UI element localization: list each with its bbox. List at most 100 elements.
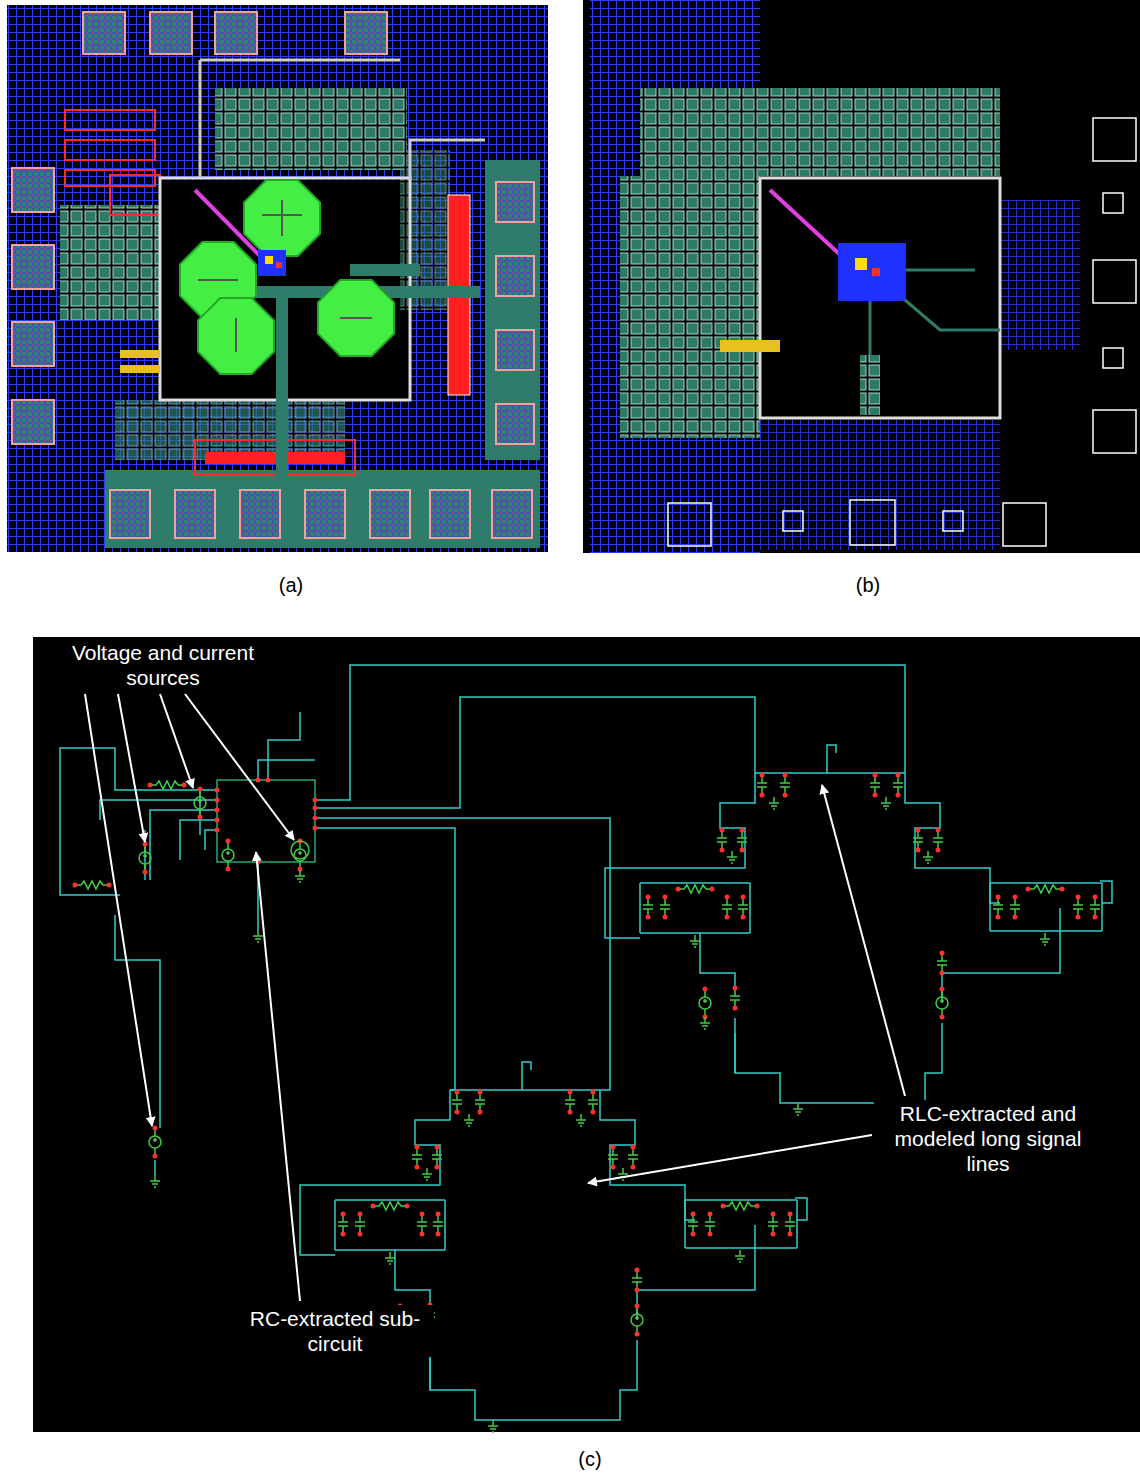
schematic-c	[33, 637, 1140, 1432]
layout-b-part	[720, 340, 780, 352]
layout-b-part	[860, 355, 880, 415]
layout-a-part	[258, 250, 286, 276]
layout-b-part-part	[668, 503, 711, 546]
layout-a-part	[120, 365, 160, 373]
layout-b-part	[855, 258, 867, 270]
schematic-c-part-part	[313, 806, 318, 811]
schematic-c-part-part	[588, 1135, 872, 1183]
layout-a-part-part	[496, 404, 534, 444]
layout-b-part-part	[943, 511, 963, 531]
schematic-c-part-part	[313, 798, 318, 803]
schematic-c-part-part	[60, 748, 217, 895]
schematic-c-part-part	[313, 826, 318, 831]
panel-label: (c)	[560, 1447, 620, 1471]
schematic-c-part	[139, 842, 151, 875]
schematic-c-part	[215, 778, 318, 865]
layout-a-part	[12, 12, 534, 538]
layout-a-part-part	[370, 490, 410, 538]
layout-a-part	[265, 256, 273, 264]
layout-b-part	[640, 88, 1000, 176]
layout-a-part-part	[492, 490, 532, 538]
layout-a-part-part	[195, 440, 355, 475]
schematic-c-part	[294, 839, 306, 872]
panel-label: (b)	[838, 573, 898, 597]
layout-a-part	[240, 270, 480, 480]
layout-a-part	[485, 160, 540, 460]
schematic-c-part-part	[118, 694, 145, 842]
schematic-c-part	[33, 637, 1140, 1432]
callout-label: Voltage and current sources	[42, 639, 284, 691]
schematic-c-part-part	[258, 712, 315, 780]
layout-a-part-part	[83, 12, 125, 54]
layout-a-part	[60, 205, 160, 320]
layout-a-part	[105, 470, 540, 548]
layout-b-part-part	[1093, 410, 1136, 453]
layout-b-part-part	[1093, 118, 1136, 161]
layout-a-part	[205, 452, 345, 464]
layout-a-part-part	[65, 140, 155, 160]
layout-a-part	[7, 5, 548, 552]
layout-b-part-part	[783, 511, 803, 531]
layout-a-part	[120, 350, 160, 358]
schematic-c-part-part	[85, 694, 152, 1126]
schematic-c-part-part	[315, 828, 455, 1090]
schematic-c-part	[85, 694, 905, 1301]
layout-a-part	[215, 88, 407, 170]
layout-a-part-part	[430, 490, 470, 538]
schematic-c-part-part	[160, 694, 193, 788]
schematic-c-part-part	[315, 818, 610, 1090]
schematic-c-part	[73, 881, 112, 889]
schematic-c-part-part	[185, 694, 294, 840]
layout-a-part-part	[150, 12, 192, 54]
layout-a-part-part	[12, 168, 54, 212]
layout-a-part-part	[496, 330, 534, 370]
schematic-c-part	[605, 745, 1112, 1115]
schematic-c-part	[148, 781, 187, 789]
layout-a-part-part	[240, 490, 280, 538]
layout-a-part-part	[12, 245, 54, 289]
layout-a-part	[198, 200, 372, 352]
callout-label: RLC-extracted and modeled long signal li…	[874, 1100, 1102, 1178]
schematic-c-part-part	[115, 915, 160, 1175]
layout-b-part-part	[1103, 348, 1123, 368]
schematic-c-part	[253, 930, 263, 942]
layout-a-part-part	[12, 322, 54, 366]
layout-a-part	[200, 60, 485, 180]
layout-b-part	[700, 0, 760, 45]
layout-b-part	[770, 190, 848, 262]
layout-b-part-part	[1093, 260, 1136, 303]
layout-b-part	[668, 118, 1136, 546]
layout-a-part-part	[305, 490, 345, 538]
schematic-c-part	[222, 839, 234, 872]
layout-b-part-part	[1103, 193, 1123, 213]
schematic-c-part	[149, 1126, 161, 1159]
layout-b-part-part	[850, 500, 895, 545]
schematic-c-part	[194, 787, 206, 820]
layout-a-part-part	[175, 490, 215, 538]
panel-label: (a)	[261, 573, 321, 597]
layout-a	[7, 5, 548, 552]
layout-a-part-part	[65, 110, 155, 130]
layout-b-part	[1000, 200, 1080, 350]
layout-a-part-part	[215, 12, 257, 54]
layout-a-part-part	[345, 12, 387, 54]
schematic-c-part-part	[822, 785, 905, 1096]
layout-a-part	[115, 400, 345, 460]
layout-b-part	[870, 270, 1000, 360]
layout-b-part-part	[1003, 503, 1046, 546]
schematic-c-part-part	[256, 852, 300, 1301]
schematic-c-part	[300, 1062, 807, 1432]
schematic-c-part-part	[215, 818, 220, 823]
schematic-c-part-part	[215, 828, 220, 833]
schematic-c-part-part	[266, 778, 271, 783]
schematic-c-part-part	[215, 788, 220, 793]
schematic-c-part	[60, 665, 905, 1175]
layout-b-part	[583, 0, 1140, 553]
schematic-c-part-part	[315, 665, 905, 800]
layout-b	[583, 0, 1140, 553]
schematic-c-part-part	[256, 778, 261, 783]
layout-b-part	[760, 178, 1000, 418]
layout-a-part-part	[110, 490, 150, 538]
layout-a-part-part	[496, 182, 534, 222]
